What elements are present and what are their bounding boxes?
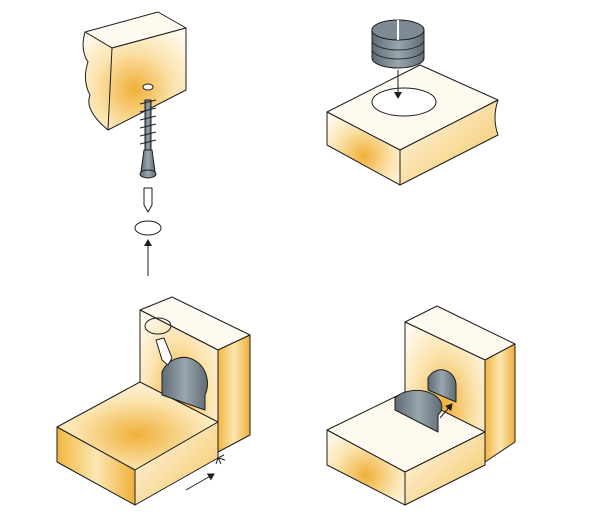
vertical-panel-side — [484, 343, 516, 463]
slide-arrow-icon — [439, 403, 453, 419]
cam-connector-icon — [371, 19, 425, 69]
step-1-screw-into-panel — [82, 11, 187, 276]
dowel-connector-icon — [394, 389, 443, 433]
cam-connector-icon — [161, 356, 208, 411]
screwdriver-bit-icon — [155, 337, 173, 366]
step-2-insert-cam-connector — [326, 19, 499, 186]
wood-block-side — [399, 99, 499, 186]
cam-connector-icon — [427, 369, 457, 403]
rotation-arrow-icon — [134, 220, 162, 236]
vertical-panel-side — [217, 334, 251, 453]
screwdriver-bit-icon — [143, 187, 153, 213]
rotation-arrow-icon — [144, 317, 172, 335]
wood-block-front — [82, 27, 187, 131]
slide-arrow-icon — [185, 473, 215, 491]
horizontal-panel-side — [404, 431, 486, 506]
step-3-join-and-tighten — [56, 296, 251, 506]
bore-hole — [371, 87, 437, 117]
pilot-hole — [142, 83, 154, 91]
screw-icon — [139, 99, 157, 179]
step-4-slide-panels-together — [326, 305, 516, 506]
alignment-burst-icon — [215, 454, 226, 465]
